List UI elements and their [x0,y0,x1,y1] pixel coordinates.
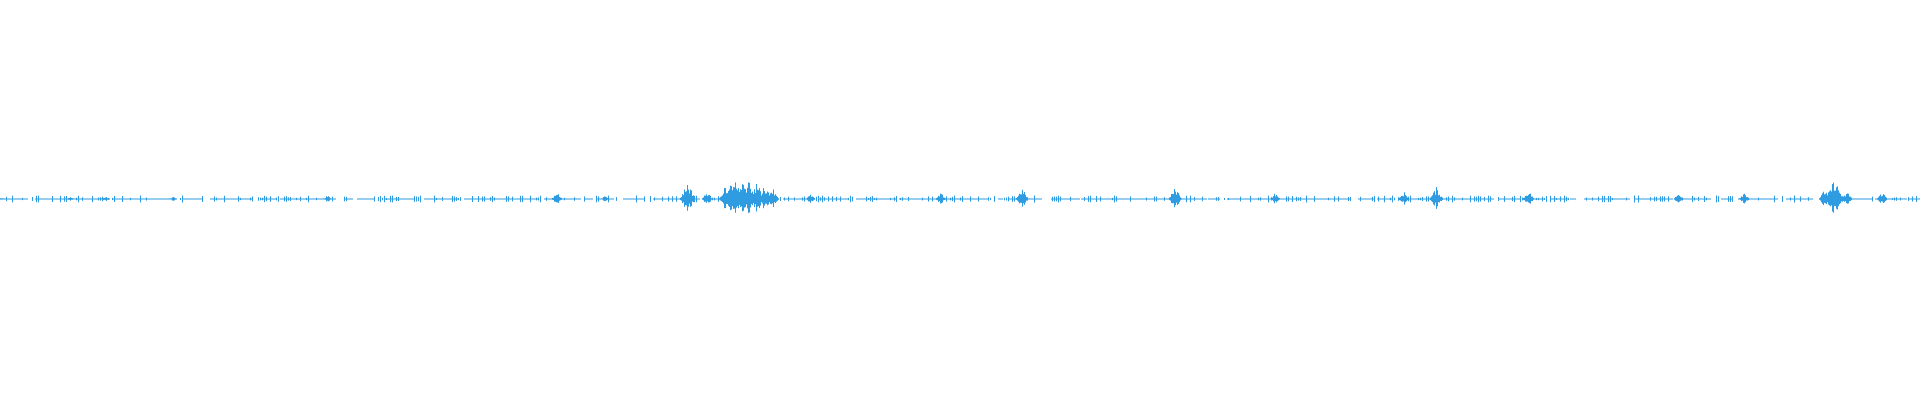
waveform-bursts [0,182,1887,213]
